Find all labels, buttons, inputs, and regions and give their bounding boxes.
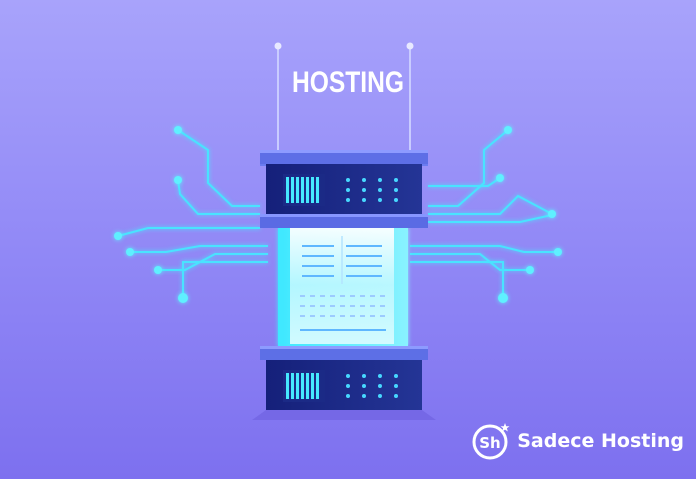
server-unit-top [260,150,428,228]
antenna-dot-left [274,42,282,50]
circuit-lines-right [410,129,558,298]
circuit-lines-left [117,129,268,298]
antenna-lines [277,46,411,152]
circuit-nodes-left [114,126,188,303]
hosting-title: HOSTING [291,66,405,99]
brand-mark: Sh Sadece Hosting [471,421,684,461]
server-unit-bottom [252,346,436,420]
brand-logo-icon: Sh [471,421,511,461]
antenna-dot-right [406,42,414,50]
data-beam [278,226,408,346]
brand-name: Sadece Hosting [517,430,684,452]
circuit-nodes-right [496,126,562,303]
svg-text:Sh: Sh [480,434,501,452]
